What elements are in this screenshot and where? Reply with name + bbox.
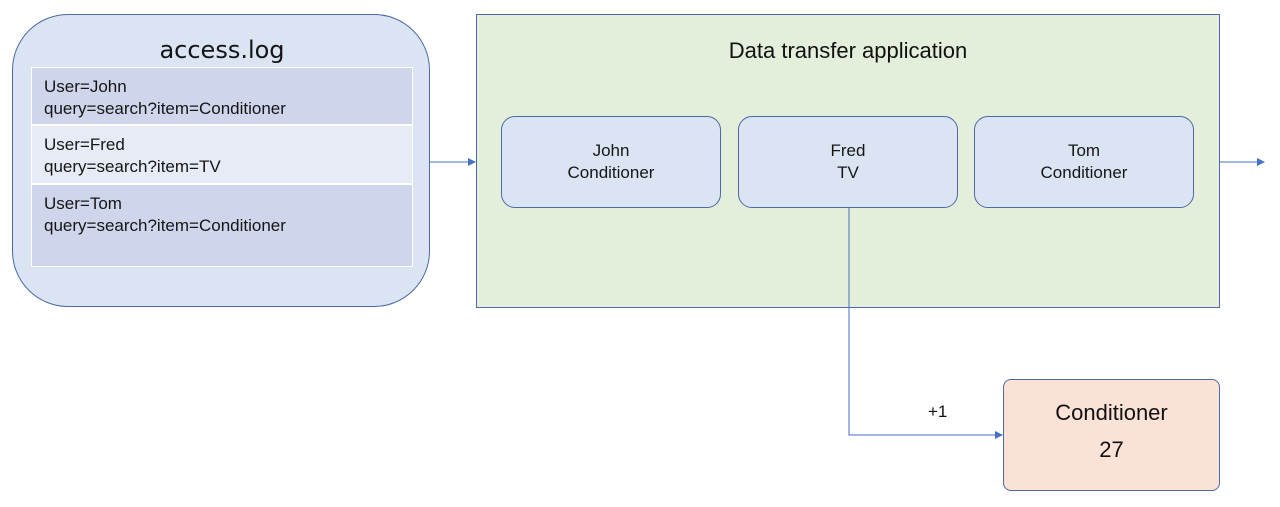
record-card-item: TV [837,163,859,182]
record-card-item: Conditioner [567,163,655,182]
log-entry-user: User=Tom [44,194,122,213]
counter-box: Conditioner 27 [1003,379,1220,491]
log-entry-user: User=Fred [44,135,125,154]
counter-value: 27 [1099,437,1124,462]
log-entry-user: User=John [44,77,127,96]
access-log-title: access.log [159,36,285,64]
counter-label: Conditioner [1055,400,1168,425]
arrow-fred-to-counter [848,208,1003,439]
log-entry-query: query=search?item=Conditioner [44,99,286,118]
log-entry-query: query=search?item=TV [44,157,221,176]
application-title: Data transfer application [728,38,968,63]
record-card-tom: Tom Conditioner [974,116,1194,208]
log-entry-john: User=John query=search?item=Conditioner [31,67,413,125]
increment-label: +1 [928,402,948,421]
record-card-john: John Conditioner [501,116,721,208]
record-card-name: Tom [1067,141,1101,160]
log-entry-query: query=search?item=Conditioner [44,216,286,235]
log-entry-fred: User=Fred query=search?item=TV [31,125,413,184]
record-card-name: Fred [830,141,866,160]
log-entry-tom: User=Tom query=search?item=Conditioner [31,184,413,267]
record-card-name: John [592,141,630,160]
record-card-item: Conditioner [1040,163,1128,182]
record-card-fred: Fred TV [738,116,958,208]
